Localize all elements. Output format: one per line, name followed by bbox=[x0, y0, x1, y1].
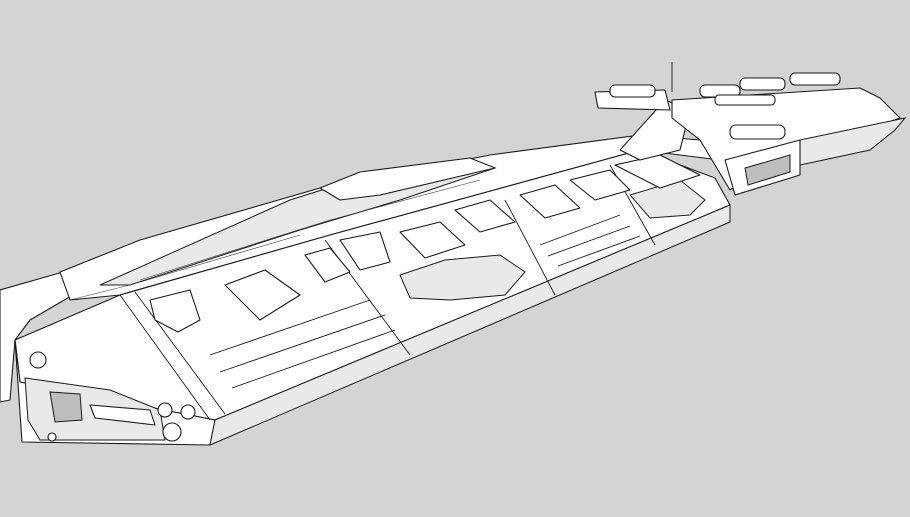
starboard-strip bbox=[209, 204, 731, 446]
torpedo-tubes-fore bbox=[209, 299, 396, 389]
bow-hatch bbox=[49, 391, 83, 423]
deck-block bbox=[569, 169, 631, 201]
hull-detail bbox=[139, 179, 481, 281]
dorsal-module bbox=[319, 157, 496, 201]
deck-seam bbox=[119, 294, 211, 421]
bow-blade bbox=[89, 404, 156, 426]
deck-block bbox=[454, 199, 516, 233]
bridge-pods bbox=[609, 72, 841, 140]
bow-port bbox=[47, 432, 57, 442]
deck-block bbox=[519, 184, 581, 219]
bow-port bbox=[157, 402, 173, 418]
bow-port bbox=[162, 422, 182, 442]
deck-block bbox=[304, 247, 351, 283]
deck-block bbox=[339, 231, 391, 271]
bow-port bbox=[29, 351, 47, 369]
hull-detail bbox=[69, 234, 301, 301]
deck-seam bbox=[504, 199, 556, 296]
turret-cluster bbox=[399, 254, 526, 301]
hangar-opening bbox=[744, 154, 791, 186]
deck-block bbox=[399, 221, 466, 259]
deck-block bbox=[224, 269, 301, 321]
torpedo-tubes-mid bbox=[539, 214, 641, 267]
deck-seam bbox=[134, 291, 226, 415]
bow-port bbox=[180, 404, 196, 420]
deck-block bbox=[149, 289, 201, 333]
